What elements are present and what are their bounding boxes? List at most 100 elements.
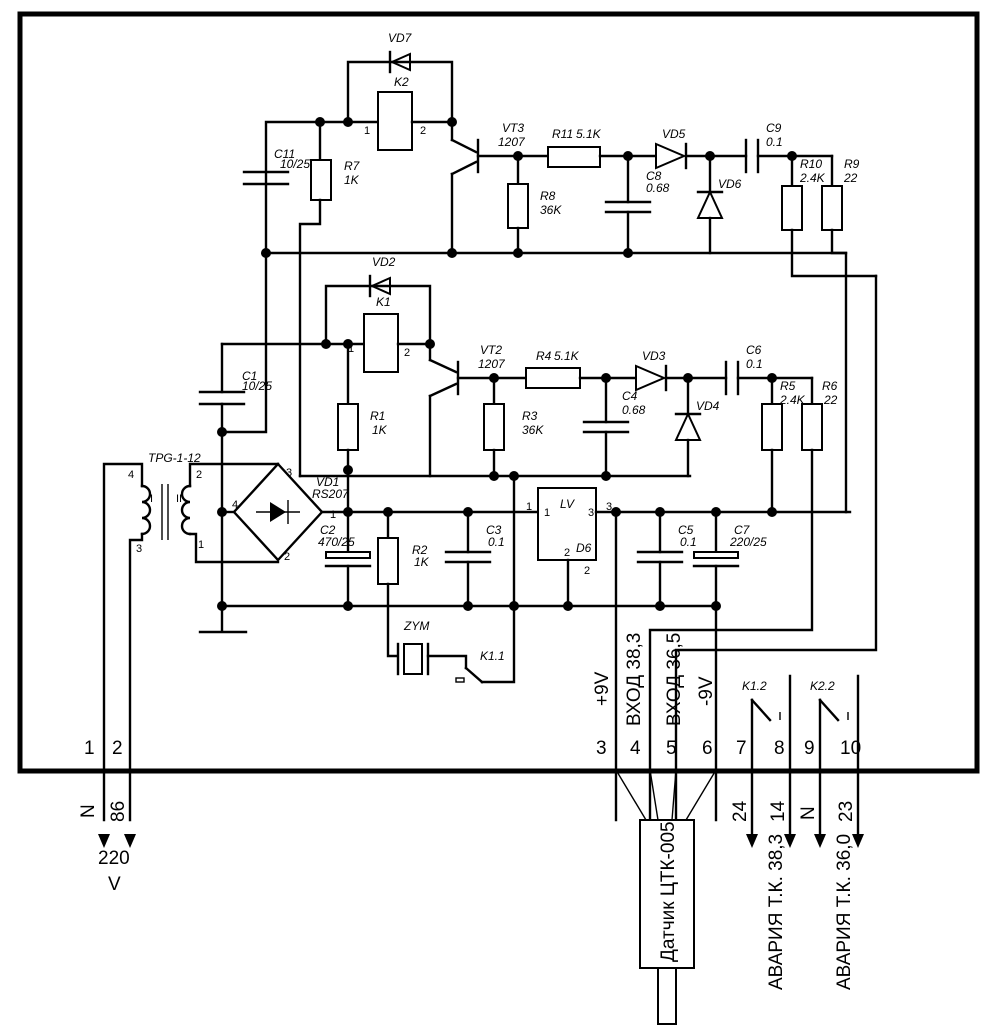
relay-outputs bbox=[750, 674, 860, 842]
c6-value: 0.1 bbox=[746, 357, 763, 371]
r4-resistor bbox=[525, 367, 581, 389]
r3-resistor bbox=[483, 403, 505, 451]
c5-value: 0.1 bbox=[680, 535, 697, 549]
k1-pin2: 2 bbox=[404, 347, 410, 359]
t-pin-2: 2 bbox=[196, 469, 202, 481]
terminal-8: 8 bbox=[774, 738, 785, 759]
vt3-label: VT3 bbox=[502, 121, 524, 135]
d6-pin1: 1 bbox=[544, 507, 550, 519]
k2-pin1: 1 bbox=[364, 125, 370, 137]
wire-14-label: 14 bbox=[768, 800, 789, 822]
r8-value: 36K bbox=[540, 203, 562, 217]
k1-label: K1 bbox=[376, 295, 391, 309]
vd4-label: VD4 bbox=[696, 399, 720, 413]
bridge-pin-3: 3 bbox=[286, 467, 292, 479]
vd3-diode bbox=[635, 364, 667, 392]
d6-pin2: 2 bbox=[564, 547, 570, 559]
bridge-pin-2: 2 bbox=[284, 551, 290, 563]
connector-labels: +9V ВХОД 38,3 ВХОД 36,5 -9V bbox=[592, 633, 717, 726]
r1-label: R1 bbox=[370, 409, 385, 423]
c11-value: 10/25 bbox=[280, 157, 310, 171]
r6-value: 22 bbox=[823, 393, 838, 407]
terminal-4: 4 bbox=[630, 738, 641, 759]
r8-resistor bbox=[507, 183, 529, 229]
k22-label: K2.2 bbox=[810, 679, 835, 693]
r8-label: R8 bbox=[540, 189, 556, 203]
c4-label: C4 bbox=[622, 389, 638, 403]
c8-label: C8 bbox=[646, 169, 662, 183]
vd6-diode bbox=[696, 189, 724, 219]
k11-label: K1.1 bbox=[480, 649, 505, 663]
alarm-2-label: АВАРИЯ Т.К. 36,0 bbox=[834, 834, 855, 990]
c3-label: C3 bbox=[486, 523, 502, 537]
terminal-2: 2 bbox=[112, 738, 123, 759]
vd7-label: VD7 bbox=[388, 31, 413, 45]
vd7-diode bbox=[389, 52, 411, 72]
terminal-6: 6 bbox=[702, 738, 713, 759]
power-section bbox=[102, 274, 878, 822]
vd2-label: VD2 bbox=[372, 255, 396, 269]
d6-pin1-outer: 1 bbox=[526, 501, 532, 513]
t-pin-4: 4 bbox=[128, 469, 134, 481]
c4-value: 0.68 bbox=[622, 403, 646, 417]
k2-relay-coil bbox=[377, 91, 413, 151]
vd6-label: VD6 bbox=[718, 177, 742, 191]
upper-channel bbox=[242, 50, 878, 514]
r7-value: 1K bbox=[344, 173, 360, 187]
r1-resistor bbox=[337, 403, 359, 451]
neutral-2-label: N bbox=[798, 806, 819, 820]
r3-label: R3 bbox=[522, 409, 538, 423]
r7-label: R7 bbox=[344, 159, 361, 173]
bridge-pin-4: 4 bbox=[232, 499, 238, 511]
r11-value: 5.1K bbox=[576, 127, 602, 141]
zym-label: ZYM bbox=[403, 619, 429, 633]
c3-value: 0.1 bbox=[488, 535, 505, 549]
vd5-diode bbox=[655, 142, 687, 170]
vt2-label: VT2 bbox=[480, 343, 502, 357]
minus9v-label: -9V bbox=[696, 676, 717, 706]
k1-pin1: 1 bbox=[348, 343, 354, 355]
r10-resistor bbox=[781, 185, 803, 231]
c2-capacitor bbox=[325, 551, 371, 559]
component-labels: VD7 K2 1 2 VT3 1207 R11 5.1K VD5 C9 0.1 … bbox=[128, 31, 860, 693]
r5-label: R5 bbox=[780, 379, 796, 393]
vt2-type: 1207 bbox=[478, 357, 506, 371]
terminal-5: 5 bbox=[666, 738, 677, 759]
r9-value: 22 bbox=[843, 171, 858, 185]
t-pin-3: 3 bbox=[136, 543, 142, 555]
terminal-10: 10 bbox=[840, 738, 861, 759]
r9-label: R9 bbox=[844, 157, 860, 171]
d6-regulator bbox=[537, 487, 597, 561]
lower-channel bbox=[198, 251, 823, 822]
r9-resistor bbox=[821, 185, 843, 231]
r5-resistor bbox=[761, 403, 783, 451]
terminal-3: 3 bbox=[596, 738, 607, 759]
neutral-label: N bbox=[78, 804, 99, 818]
r2-resistor bbox=[377, 537, 399, 585]
voltage-220-label: 220 bbox=[98, 848, 130, 869]
external-labels: N 86 220 V 24 14 N 23 АВАРИЯ Т.К. 38,3 А… bbox=[78, 800, 857, 990]
d6-lv-label: LV bbox=[560, 497, 575, 511]
c9-label: C9 bbox=[766, 121, 782, 135]
junctions bbox=[217, 117, 797, 611]
alarm-1-label: АВАРИЯ Т.К. 38,3 bbox=[766, 834, 787, 990]
vt3-type: 1207 bbox=[498, 135, 526, 149]
device-enclosure bbox=[17, 11, 980, 774]
winding-2-label: II bbox=[176, 493, 182, 505]
vd5-label: VD5 bbox=[662, 127, 686, 141]
d6-pin3: 3 bbox=[588, 507, 594, 519]
vd1-type: RS207 bbox=[312, 487, 350, 501]
r7-resistor bbox=[310, 159, 332, 201]
d6-pin2-outer: 2 bbox=[584, 565, 590, 577]
r10-label: R10 bbox=[800, 157, 822, 171]
vd3-label: VD3 bbox=[642, 349, 666, 363]
c7-value: 220/25 bbox=[729, 535, 767, 549]
c5-label: C5 bbox=[678, 523, 694, 537]
c7-label: C7 bbox=[734, 523, 751, 537]
sensor-leads bbox=[615, 769, 717, 1025]
r4-label: R4 bbox=[536, 349, 552, 363]
input-383-label: ВХОД 38,3 bbox=[624, 633, 645, 726]
c11-label: C11 bbox=[274, 147, 295, 161]
k2-pin2: 2 bbox=[420, 125, 426, 137]
